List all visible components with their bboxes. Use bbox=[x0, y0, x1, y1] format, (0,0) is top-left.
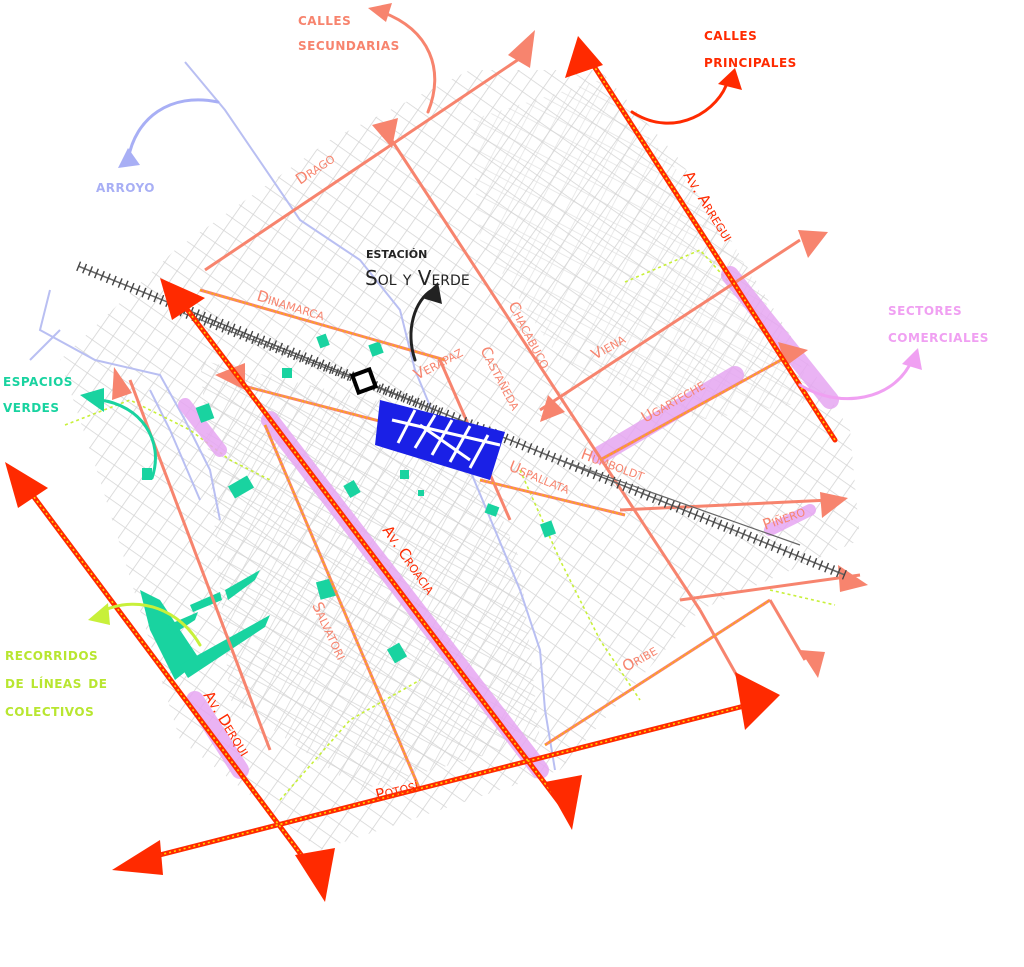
legend: calles secundarias calles principales ar… bbox=[3, 10, 989, 721]
legend-commercial-line2: comerciales bbox=[888, 327, 989, 347]
legend-green-line2: verdes bbox=[3, 397, 60, 417]
legend-secondary-line1: calles bbox=[298, 10, 351, 30]
legend-arrows bbox=[80, 3, 922, 647]
green-spaces bbox=[140, 333, 557, 680]
railway bbox=[76, 261, 847, 580]
legend-secondary-line2: secundarias bbox=[298, 35, 400, 55]
legend-commercial-line1: sectores bbox=[888, 300, 962, 320]
station-block bbox=[349, 366, 505, 480]
legend-bus-line3: colectivos bbox=[5, 701, 94, 721]
legend-station-line1: estación bbox=[366, 243, 427, 262]
legend-creek: arroyo bbox=[96, 177, 155, 197]
secondary-street-dots bbox=[199, 289, 791, 791]
legend-primary-line1: calles bbox=[704, 25, 757, 45]
legend-bus-line2: de líneas de bbox=[5, 673, 107, 693]
legend-green-line1: espacios bbox=[3, 371, 73, 391]
secondary-arrowheads bbox=[112, 30, 868, 678]
legend-station-line2: Sol y Verde bbox=[365, 266, 470, 290]
primary-avenue-dots bbox=[24, 59, 836, 881]
legend-primary-line2: principales bbox=[704, 52, 797, 72]
legend-bus-line1: recorridos bbox=[5, 645, 98, 665]
primary-arrowheads bbox=[5, 36, 780, 902]
